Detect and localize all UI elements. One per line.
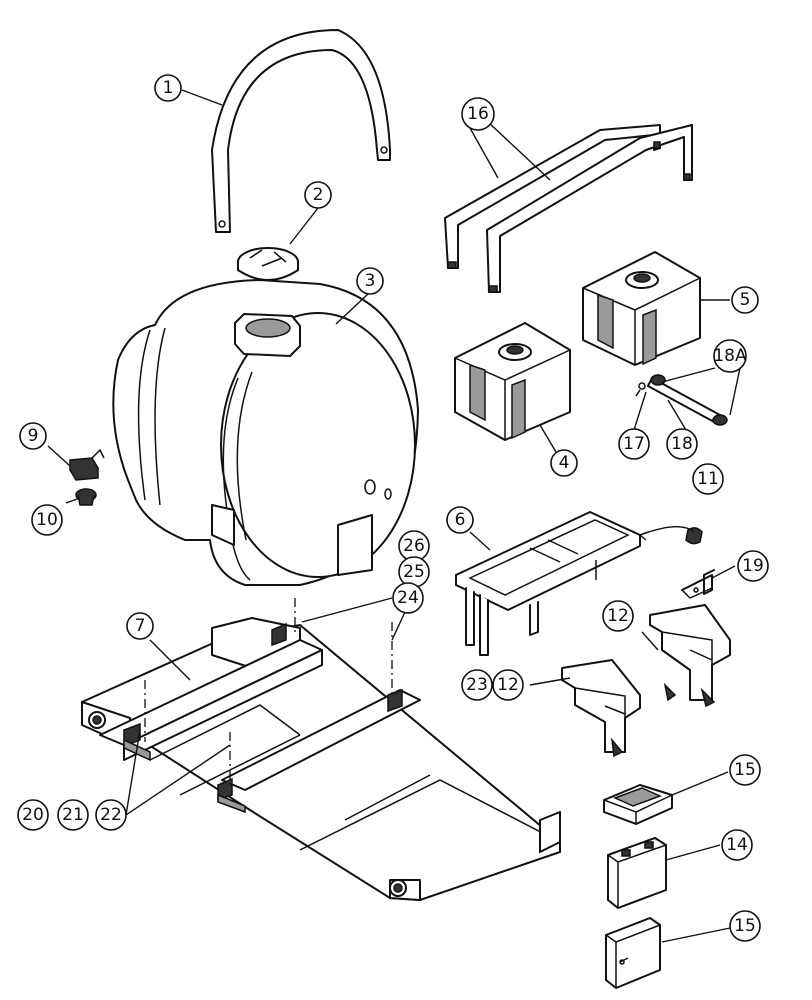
alignment-lines bbox=[144, 598, 393, 786]
svg-text:17: 17 bbox=[623, 434, 645, 454]
skid-base bbox=[81, 617, 561, 901]
svg-text:9: 9 bbox=[28, 426, 39, 446]
callout-14: 14 bbox=[721, 829, 753, 861]
svg-text:3: 3 bbox=[365, 271, 376, 291]
svg-text:21: 21 bbox=[62, 805, 84, 825]
callout-12-upper: 12 bbox=[602, 600, 634, 632]
svg-text:6: 6 bbox=[455, 510, 466, 530]
svg-text:19: 19 bbox=[742, 556, 764, 576]
callout-21: 21 bbox=[57, 799, 89, 831]
leader-lines bbox=[47, 89, 741, 943]
tank-strap-arch bbox=[211, 29, 391, 233]
battery-cover bbox=[603, 784, 673, 825]
svg-text:15: 15 bbox=[734, 760, 756, 780]
callout-4: 4 bbox=[550, 449, 578, 477]
svg-text:20: 20 bbox=[22, 805, 44, 825]
svg-text:12: 12 bbox=[607, 606, 629, 626]
battery-bracket-lower bbox=[561, 659, 641, 758]
callout-15-cover: 15 bbox=[729, 754, 761, 786]
svg-text:14: 14 bbox=[726, 835, 748, 855]
svg-text:7: 7 bbox=[135, 616, 146, 636]
cradle-straps bbox=[444, 124, 693, 293]
small-tank-rear bbox=[582, 251, 701, 366]
callout-15-box: 15 bbox=[729, 910, 761, 942]
main-tank bbox=[112, 279, 419, 586]
svg-text:4: 4 bbox=[559, 453, 570, 473]
callout-25: 25 bbox=[398, 556, 430, 588]
svg-text:15: 15 bbox=[734, 916, 756, 936]
svg-text:22: 22 bbox=[100, 805, 122, 825]
callout-19: 19 bbox=[737, 550, 769, 582]
svg-text:25: 25 bbox=[403, 562, 425, 582]
battery-box bbox=[605, 917, 661, 989]
callout-20: 20 bbox=[17, 799, 49, 831]
svg-text:26: 26 bbox=[403, 536, 425, 556]
tank-lid bbox=[237, 247, 299, 281]
callout-23: 23 bbox=[461, 669, 493, 701]
clip bbox=[685, 527, 703, 545]
callout-1: 1 bbox=[154, 74, 182, 102]
angle-bracket bbox=[681, 569, 715, 599]
callout-24: 24 bbox=[392, 582, 424, 614]
callout-12-lower: 12 bbox=[492, 669, 524, 701]
svg-text:5: 5 bbox=[740, 290, 751, 310]
tank-frame bbox=[455, 511, 641, 656]
svg-text:24: 24 bbox=[397, 588, 419, 608]
callout-22: 22 bbox=[95, 799, 127, 831]
battery-bracket-upper bbox=[649, 604, 731, 708]
callout-6: 6 bbox=[446, 506, 474, 534]
battery bbox=[607, 837, 667, 909]
svg-text:1: 1 bbox=[163, 78, 174, 98]
callout-5: 5 bbox=[731, 286, 759, 314]
callout-18: 18 bbox=[666, 428, 698, 460]
callout-18a: 18A bbox=[713, 339, 747, 373]
callout-16: 16 bbox=[461, 97, 495, 131]
svg-text:23: 23 bbox=[466, 675, 488, 695]
svg-text:11: 11 bbox=[697, 469, 719, 489]
callout-26: 26 bbox=[398, 530, 430, 562]
svg-text:18A: 18A bbox=[713, 346, 747, 366]
callout-2: 2 bbox=[304, 181, 332, 209]
callout-17: 17 bbox=[618, 428, 650, 460]
svg-text:12: 12 bbox=[497, 675, 519, 695]
callout-7: 7 bbox=[126, 612, 154, 640]
drain-fitting bbox=[69, 448, 105, 506]
callout-10: 10 bbox=[31, 504, 63, 536]
callout-11: 11 bbox=[692, 463, 724, 495]
svg-text:10: 10 bbox=[36, 510, 58, 530]
svg-text:18: 18 bbox=[671, 434, 693, 454]
hose-with-clamps bbox=[635, 374, 728, 426]
small-tank-front bbox=[454, 322, 571, 441]
svg-text:16: 16 bbox=[467, 104, 489, 124]
svg-text:2: 2 bbox=[313, 185, 324, 205]
callout-9: 9 bbox=[19, 422, 47, 450]
callout-3: 3 bbox=[356, 267, 384, 295]
